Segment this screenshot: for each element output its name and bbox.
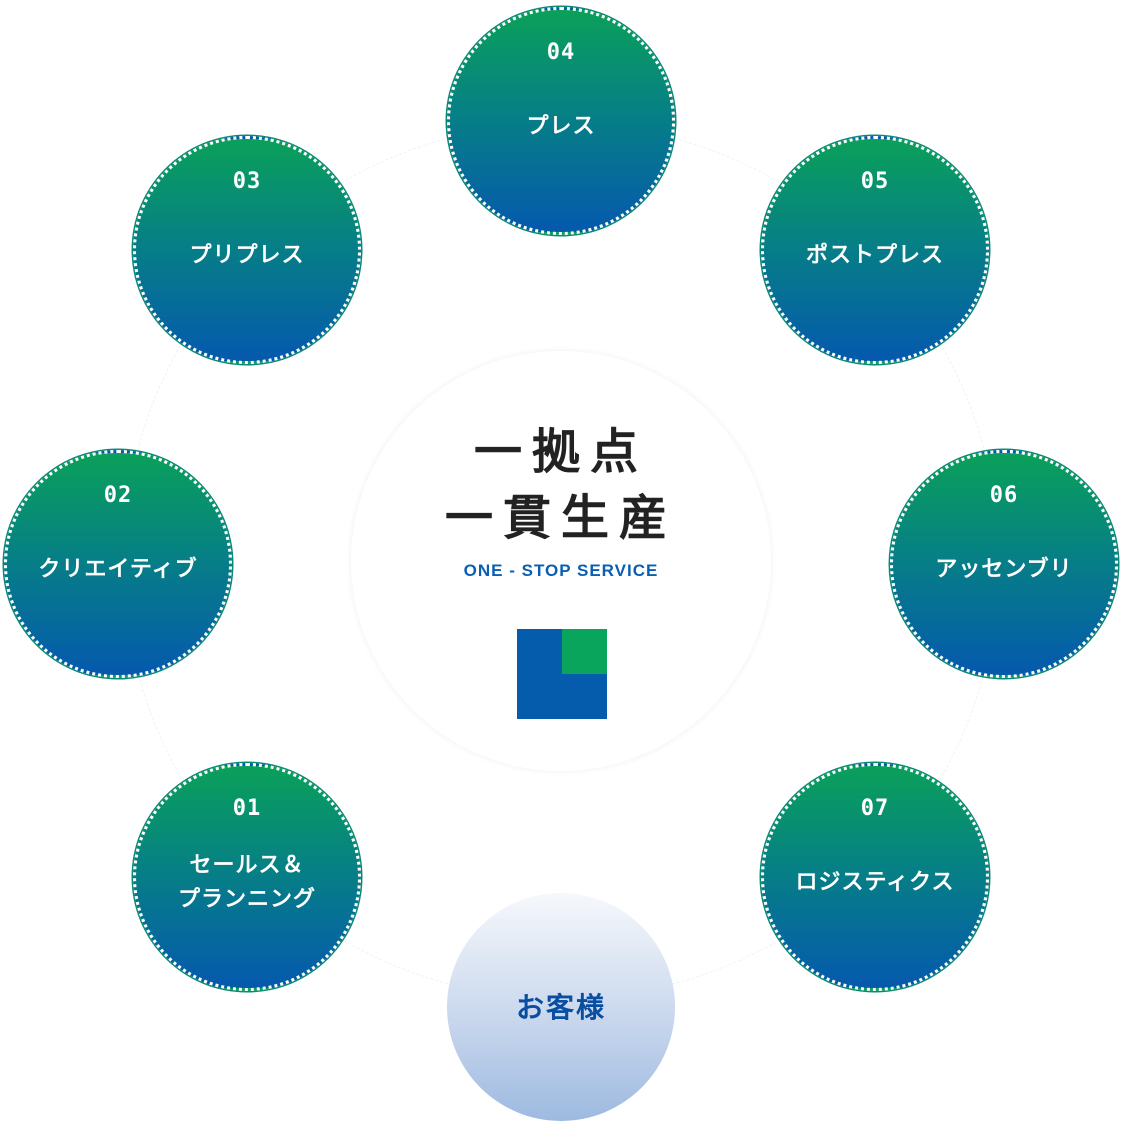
step-label: アッセンブリ (935, 557, 1073, 582)
step-06-assembly: 06 アッセンブリ (890, 450, 1118, 678)
step-03-prepress: 03 プリプレス (133, 136, 361, 364)
step-label: ロジスティクス (795, 870, 955, 895)
step-number: 07 (860, 796, 890, 821)
customer-label: お客様 (515, 991, 606, 1024)
center-title-line2: 一貫生産 (444, 490, 677, 546)
step-number: 03 (232, 169, 262, 194)
step-label: セールス＆ プランニング (177, 853, 316, 912)
step-02-creative: 02 クリエイティブ (4, 450, 232, 678)
logo-corner-square (562, 629, 607, 674)
step-label: クリエイティブ (38, 557, 198, 582)
step-number: 02 (103, 483, 133, 508)
step-number: 06 (989, 483, 1019, 508)
step-number: 01 (232, 796, 262, 821)
step-number: 04 (546, 40, 576, 65)
step-number: 05 (860, 169, 890, 194)
center-title-line1: 一拠点 (473, 424, 648, 480)
step-01-sales-planning: 01 セールス＆ プランニング (133, 763, 361, 991)
step-label: プリプレス (189, 243, 305, 268)
step-label: プレス (526, 114, 596, 139)
step-05-postpress: 05 ポストプレス (761, 136, 989, 364)
customer-circle: お客様 (447, 893, 675, 1121)
step-07-logistics: 07 ロジスティクス (761, 763, 989, 991)
center-subtitle: ONE - STOP SERVICE (463, 561, 659, 580)
step-04-press: 04 プレス (447, 7, 675, 235)
company-logo (517, 629, 607, 719)
step-label: ポストプレス (805, 243, 944, 268)
